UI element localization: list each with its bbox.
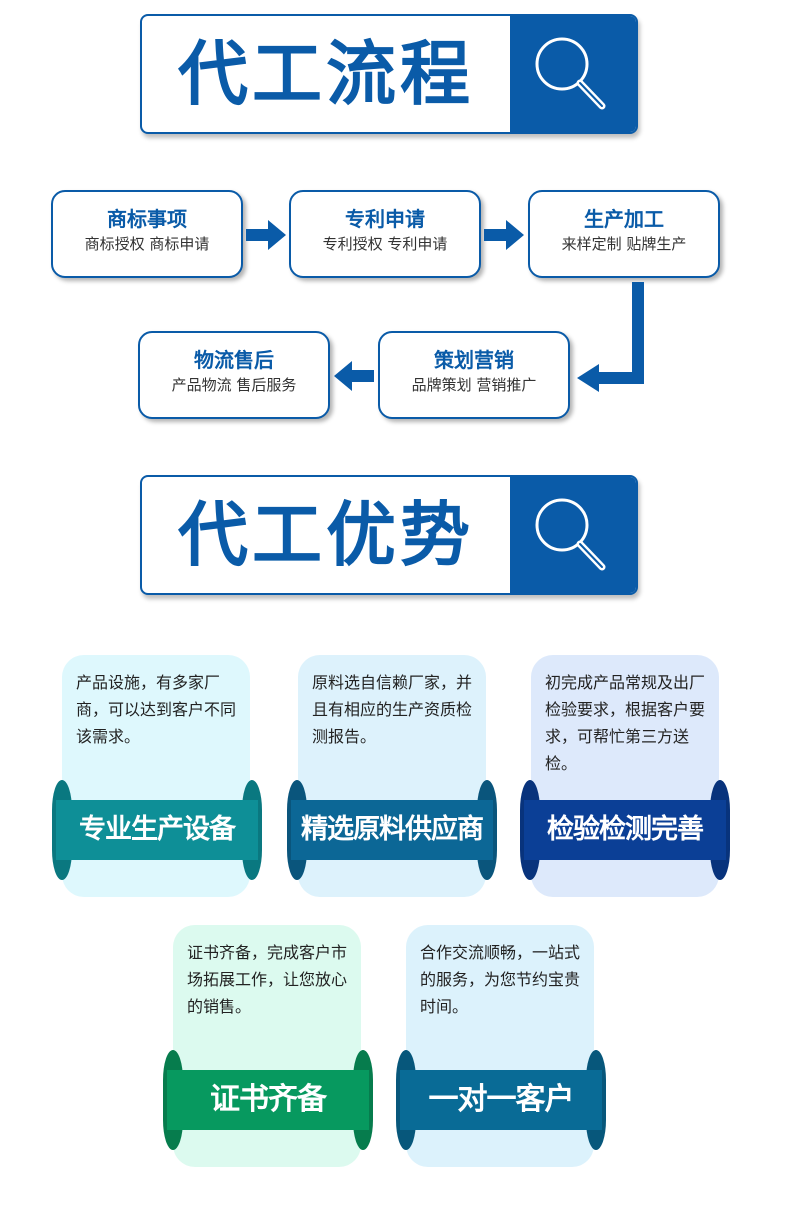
step-title: 商标事项 [107, 207, 187, 231]
process-step-logistics: 物流售后 产品物流 售后服务 [138, 331, 330, 419]
process-step-marketing: 策划营销 品牌策划 营销推广 [378, 331, 570, 419]
process-step-production: 生产加工 来样定制 贴牌生产 [528, 190, 720, 278]
search-panel [510, 477, 636, 593]
process-step-trademark: 商标事项 商标授权 商标申请 [51, 190, 243, 278]
step-subtitle: 商标授权 商标申请 [84, 235, 210, 253]
step-subtitle: 来样定制 贴牌生产 [561, 235, 687, 253]
advantage-title: 专业生产设备 [56, 800, 258, 860]
elbow-arrow-icon [577, 282, 644, 392]
advantage-section-header: 代工优势 [140, 475, 638, 595]
arrow-left-icon [334, 361, 374, 391]
advantage-banner: 专业生产设备 [52, 780, 262, 880]
arrow-right-icon [484, 220, 524, 250]
step-title: 策划营销 [434, 348, 514, 372]
process-step-patent: 专利申请 专利授权 专利申请 [289, 190, 481, 278]
step-title: 专利申请 [345, 207, 425, 231]
advantage-text: 原料选自信赖厂家，并且有相应的生产资质检测报告。 [312, 673, 473, 746]
advantage-banner: 一对一客户 [396, 1050, 606, 1150]
advantage-text: 证书齐备，完成客户市场拓展工作，让您放心的销售。 [187, 943, 348, 1016]
arrow-right-icon [246, 220, 286, 250]
step-subtitle: 产品物流 售后服务 [171, 376, 297, 394]
advantage-banner: 精选原料供应商 [287, 780, 497, 880]
advantage-text: 产品设施，有多家厂商，可以达到客户不同该需求。 [76, 673, 237, 746]
step-title: 物流售后 [194, 348, 274, 372]
advantage-text: 合作交流顺畅，一站式的服务，为您节约宝贵时间。 [420, 943, 581, 1016]
step-title: 生产加工 [584, 207, 664, 231]
step-subtitle: 专利授权 专利申请 [322, 235, 448, 253]
advantage-title: 一对一客户 [400, 1070, 602, 1130]
process-title: 代工流程 [178, 33, 474, 115]
advantage-text: 初完成产品常规及出厂检验要求，根据客户要求，可帮忙第三方送检。 [545, 673, 706, 773]
advantage-title: 代工优势 [178, 494, 474, 576]
search-panel [510, 16, 636, 132]
magnifier-icon [535, 37, 606, 110]
process-section-header: 代工流程 [140, 14, 638, 134]
step-subtitle: 品牌策划 营销推广 [411, 376, 537, 394]
advantage-title: 精选原料供应商 [291, 800, 493, 860]
magnifier-icon [535, 498, 606, 571]
advantage-title: 证书齐备 [167, 1070, 369, 1130]
advantage-banner: 证书齐备 [163, 1050, 373, 1150]
advantage-title: 检验检测完善 [524, 800, 726, 860]
advantage-banner: 检验检测完善 [520, 780, 730, 880]
